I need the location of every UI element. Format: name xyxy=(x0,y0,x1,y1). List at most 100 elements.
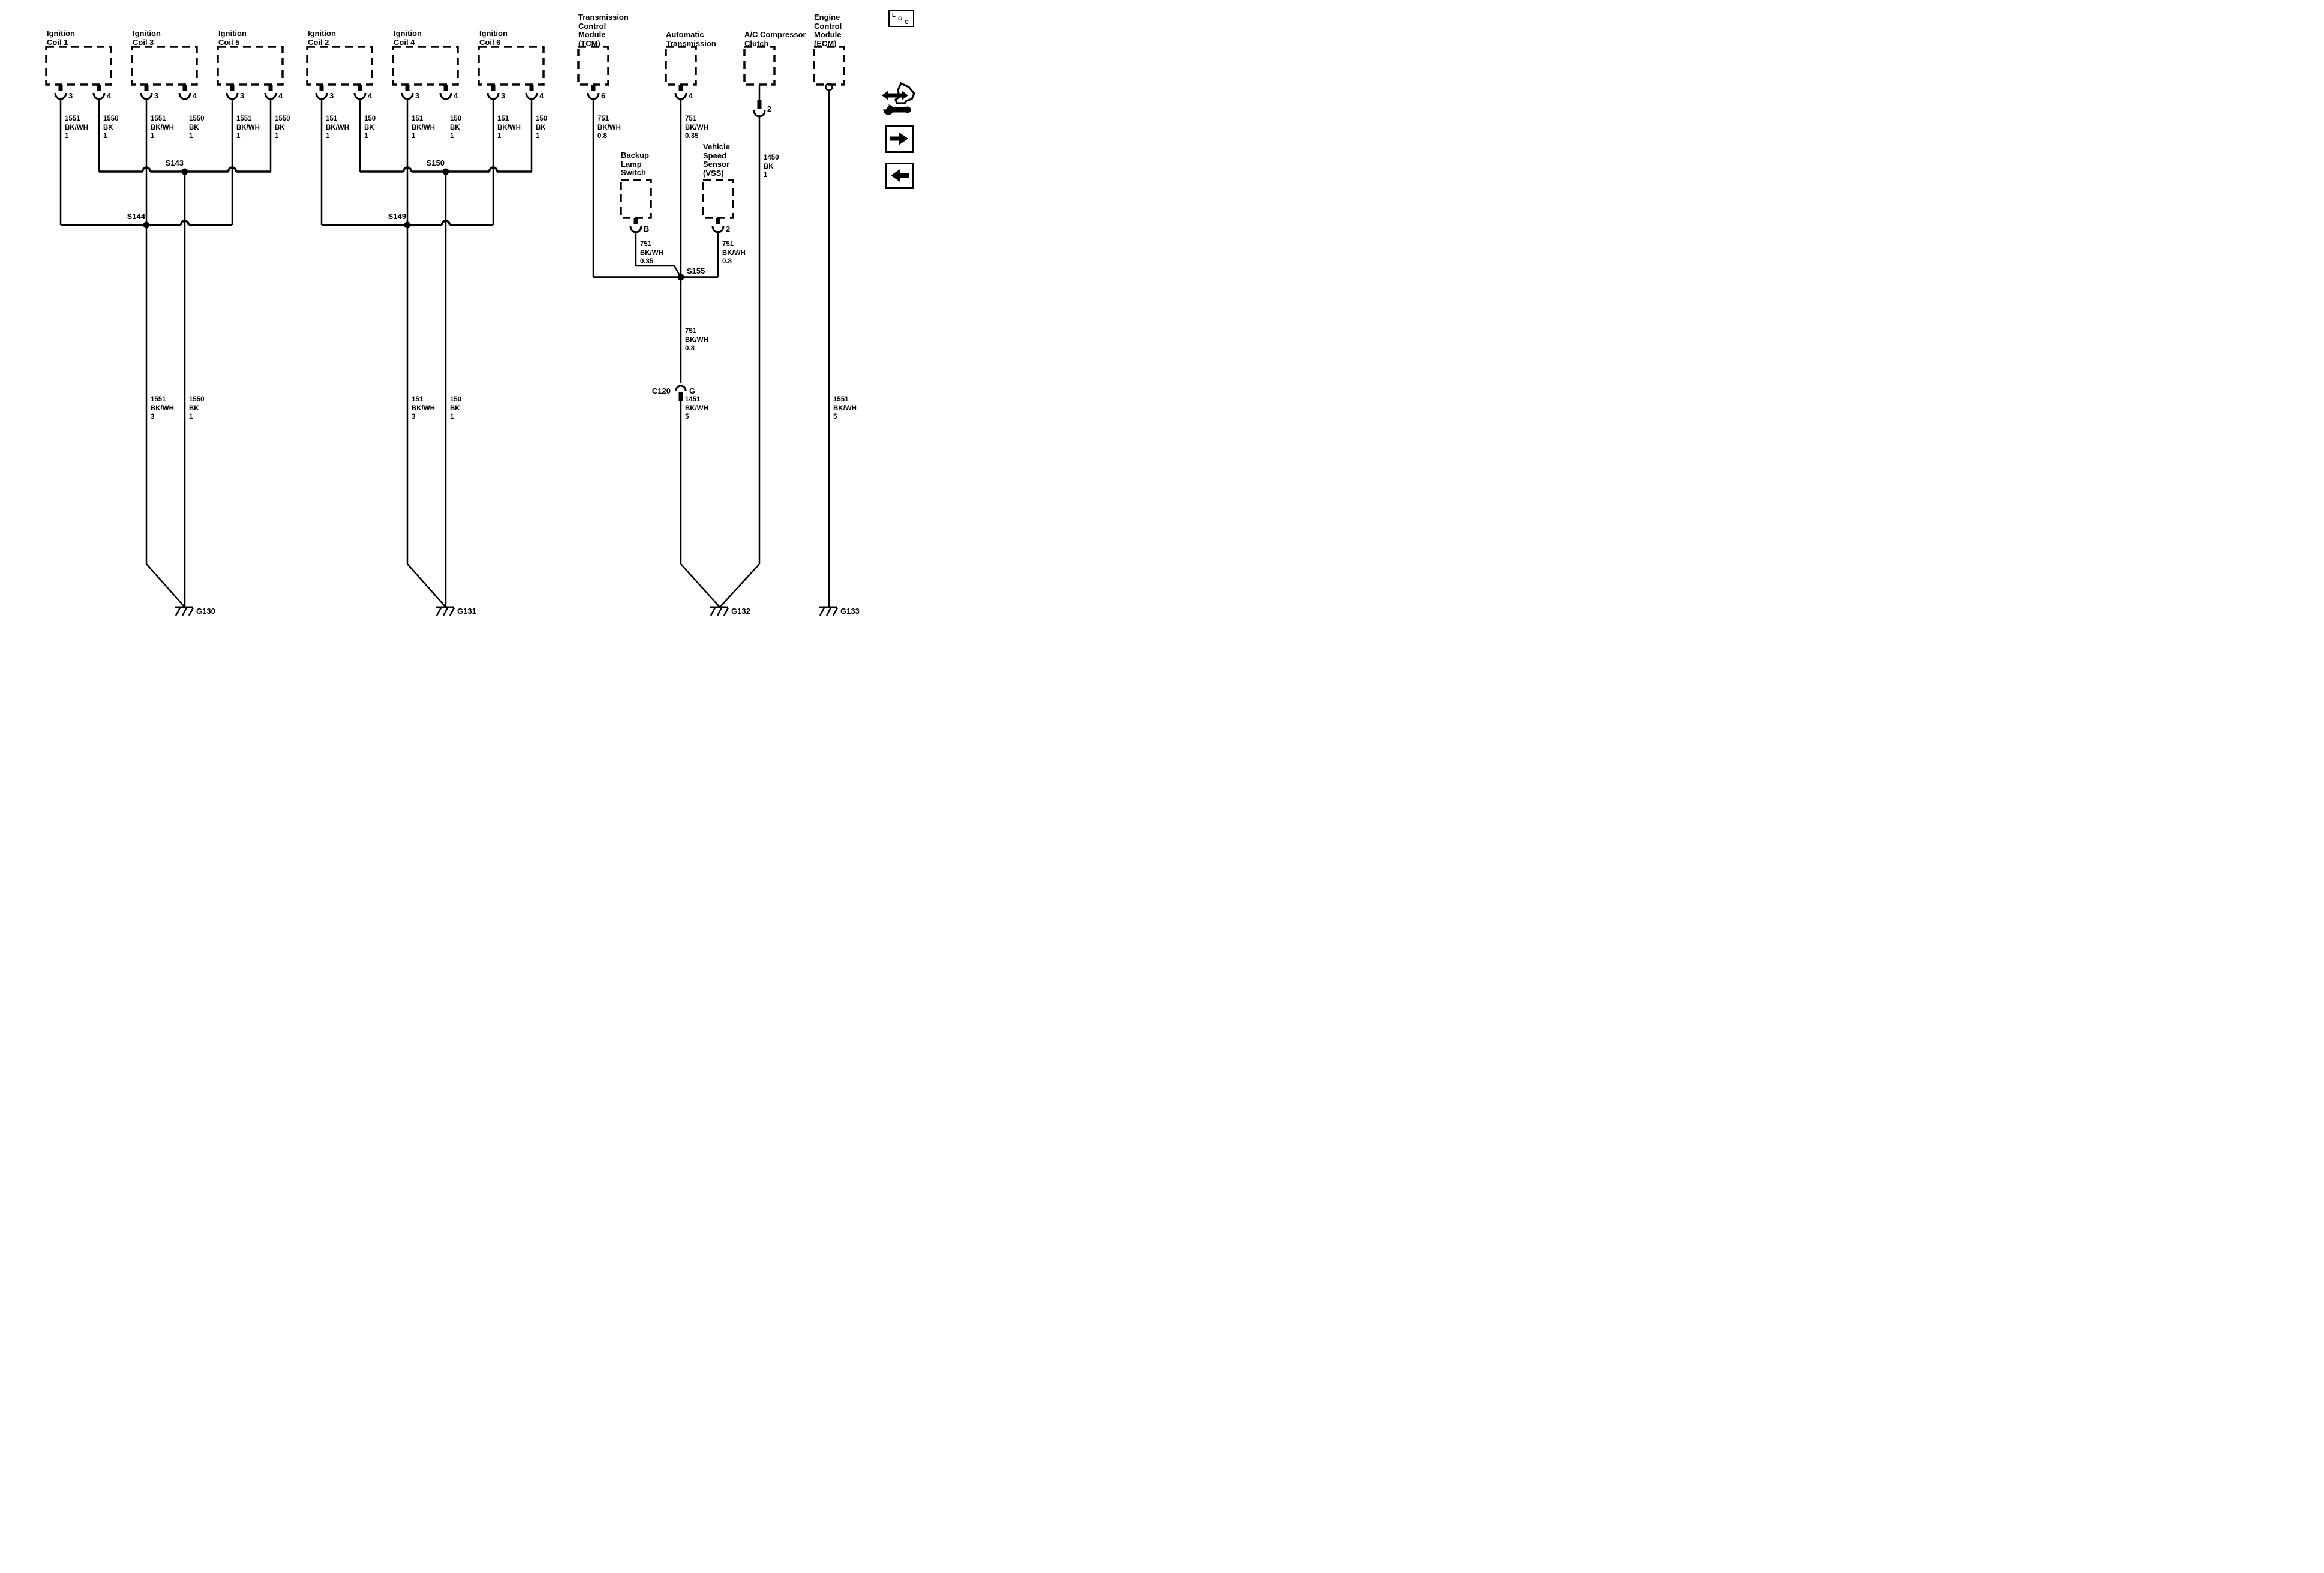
splice-s144-label: S144 xyxy=(127,212,145,221)
ground-g130-symbol xyxy=(175,606,194,616)
left-arrow-icon xyxy=(891,169,909,182)
c120-pin-g: G xyxy=(689,386,696,395)
coil-3-pin-4: 4 xyxy=(193,91,197,100)
ground-g133-label: G133 xyxy=(840,607,860,616)
right-arrow-icon xyxy=(890,132,908,145)
ignition-coil-2-box xyxy=(306,46,373,86)
splice-s143-dot xyxy=(181,168,188,175)
ignition-coil-4-box xyxy=(392,46,459,86)
wires-vertical xyxy=(59,85,830,607)
splice-s149-dot xyxy=(404,221,411,229)
automatic-transmission-box xyxy=(665,46,697,86)
tcm-pin-6: 6 xyxy=(601,91,606,100)
ac-compressor-clutch-box xyxy=(743,46,776,86)
pin-stubs xyxy=(58,85,720,224)
loc-letter-c: C xyxy=(905,19,909,26)
ground-g133-symbol xyxy=(819,606,839,616)
c120-connector xyxy=(675,385,687,401)
previous-diagram-button[interactable] xyxy=(885,163,914,189)
ground-g131-symbol xyxy=(436,606,455,616)
coil-1-pin-4: 4 xyxy=(107,91,112,100)
wrench-icon xyxy=(881,101,911,115)
splice-s143-label: S143 xyxy=(165,158,184,167)
ignition-coil-6-box xyxy=(478,46,545,86)
coil-1-pin-3: 3 xyxy=(68,91,73,100)
ignition-coil-1-box xyxy=(45,46,112,86)
loc-indicator[interactable]: L O C xyxy=(888,10,914,27)
ignition-coil-3-box xyxy=(131,46,198,86)
splice-s155-label: S155 xyxy=(687,266,705,275)
double-arrow-icon xyxy=(882,91,908,100)
splice-s155-dot xyxy=(677,274,684,281)
coil-6-pin-3: 3 xyxy=(501,91,506,100)
automatic-transmission-pin-4: 4 xyxy=(689,91,693,100)
backup-lamp-switch-box xyxy=(620,179,652,219)
next-diagram-button[interactable] xyxy=(885,125,914,153)
vss-box xyxy=(702,179,734,219)
splice-s144-line xyxy=(61,220,232,226)
ground-g132-label: G132 xyxy=(731,607,750,616)
coil-5-pin-3: 3 xyxy=(240,91,245,100)
tcm-box xyxy=(577,46,609,86)
ground-merge-diagonals xyxy=(146,563,760,608)
splice-s150-dot xyxy=(442,168,449,175)
coil-4-pin-3: 3 xyxy=(415,91,420,100)
coil-4-pin-4: 4 xyxy=(454,91,458,100)
splice-s143-line xyxy=(99,166,271,173)
splice-s150-label: S150 xyxy=(426,158,445,167)
coil-2-pin-4: 4 xyxy=(368,91,373,100)
loc-letter-o: O xyxy=(898,16,903,22)
backup-lamp-switch-pin-b: B xyxy=(644,224,650,233)
repair-tools-icon[interactable] xyxy=(881,80,919,116)
coil-3-pin-3: 3 xyxy=(154,91,159,100)
loc-letter-l: L xyxy=(892,12,896,19)
ignition-coil-5-box xyxy=(217,46,284,86)
splice-s149-line xyxy=(322,220,493,226)
ground-g131-label: G131 xyxy=(457,607,476,616)
ground-g132-symbol xyxy=(710,606,729,616)
c120-connector-label: C120 xyxy=(651,386,671,395)
ecm-ring-terminal xyxy=(825,83,833,91)
backup-wire-elbow xyxy=(636,265,682,278)
coil-5-pin-4: 4 xyxy=(278,91,283,100)
diagram-geometry xyxy=(45,46,845,616)
ac-compressor-clutch-pin-2: 2 xyxy=(767,104,772,113)
coil-2-pin-3: 3 xyxy=(329,91,334,100)
vss-pin-2: 2 xyxy=(726,224,731,233)
ecm-box xyxy=(813,46,845,86)
